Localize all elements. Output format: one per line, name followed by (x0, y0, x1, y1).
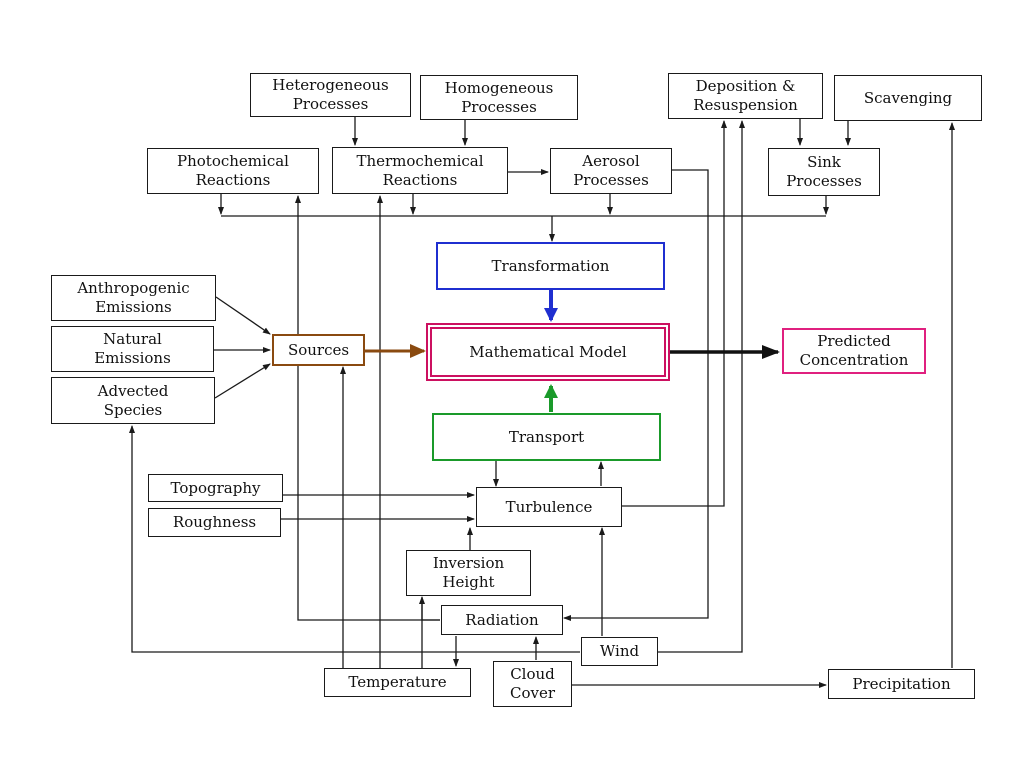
predicted-concentration-box: Predicted Concentration (782, 328, 926, 374)
heterogeneous-processes-box: Heterogeneous Processes (250, 73, 411, 117)
transformation-label: Transformation (491, 256, 610, 275)
arrow-wind-advected (129, 425, 580, 653)
cloud-cover-box: Cloud Cover (493, 661, 572, 707)
topography-box: Topography (148, 474, 283, 502)
roughness-label: Roughness (172, 513, 257, 531)
advected-species-box: Advected Species (51, 377, 215, 424)
scavenging-box: Scavenging (834, 75, 982, 121)
anthropogenic-emissions-box: Anthropogenic Emissions (51, 275, 216, 321)
deposition-resuspension-box: Deposition & Resuspension (668, 73, 823, 119)
arrow-radiation-inversion (419, 596, 440, 621)
photochemical-reactions-box: Photochemical Reactions (147, 148, 319, 194)
sources-box: Sources (272, 334, 365, 366)
wind-box: Wind (581, 637, 658, 666)
turbulence-box: Turbulence (476, 487, 622, 527)
natural-emissions-box: Natural Emissions (51, 326, 214, 372)
arrow-anthropogenic-sources (215, 296, 271, 335)
transformation-box: Transformation (436, 242, 665, 290)
homogeneous-processes-label: Homogeneous Processes (444, 78, 554, 116)
predicted-concentration-label: Predicted Concentration (799, 332, 909, 369)
radiation-box: Radiation (441, 605, 563, 635)
heterogeneous-processes-label: Heterogeneous Processes (272, 76, 389, 113)
roughness-box: Roughness (148, 508, 281, 537)
turbulence-label: Turbulence (505, 497, 593, 516)
wind-label: Wind (599, 642, 640, 660)
homogeneous-processes-box: Homogeneous Processes (420, 75, 578, 120)
inversion-height-box: Inversion Height (406, 550, 531, 596)
radiation-label: Radiation (465, 610, 539, 629)
thermochemical-reactions-label: Thermochemical Reactions (356, 151, 484, 189)
inversion-height-label: Inversion Height (432, 554, 505, 591)
aerosol-processes-box: Aerosol Processes (550, 148, 672, 194)
aerosol-processes-label: Aerosol Processes (573, 152, 649, 189)
arrow-wind-deposition (658, 120, 745, 653)
deposition-resuspension-label: Deposition & Resuspension (693, 77, 798, 114)
precipitation-box: Precipitation (828, 669, 975, 699)
precipitation-label: Precipitation (852, 674, 951, 693)
cloud-cover-label: Cloud Cover (509, 665, 556, 702)
thermochemical-reactions-box: Thermochemical Reactions (332, 147, 508, 194)
natural-emissions-label: Natural Emissions (94, 330, 171, 367)
arrow-advected-sources (214, 363, 271, 399)
arrow-turbulence-deposition (622, 120, 727, 507)
sources-label: Sources (287, 340, 350, 359)
mathematical-model-label: Mathematical Model (469, 342, 627, 361)
mathematical-model-box: Mathematical Model (426, 323, 670, 381)
sink-processes-label: Sink Processes (786, 153, 862, 190)
sink-processes-box: Sink Processes (768, 148, 880, 196)
advected-species-label: Advected Species (97, 381, 169, 419)
temperature-box: Temperature (324, 668, 471, 697)
scavenging-label: Scavenging (863, 88, 953, 107)
photochemical-reactions-label: Photochemical Reactions (177, 152, 289, 189)
anthropogenic-emissions-label: Anthropogenic Emissions (77, 279, 190, 316)
topography-label: Topography (170, 478, 261, 497)
transport-box: Transport (432, 413, 661, 461)
transport-label: Transport (508, 427, 585, 446)
temperature-label: Temperature (348, 673, 447, 691)
arrow-aerosol-deposition (563, 169, 709, 621)
